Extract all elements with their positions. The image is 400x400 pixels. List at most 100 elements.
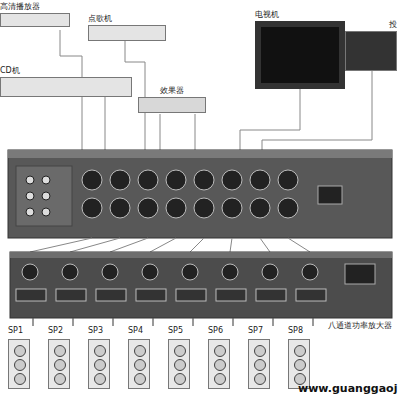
signal-wire — [160, 114, 161, 150]
device: 投 — [345, 20, 397, 71]
xlr-jack — [182, 264, 198, 280]
speaker-cabinet — [128, 339, 150, 389]
speaker: SP7 — [248, 326, 278, 389]
speaker: SP6 — [208, 326, 238, 389]
device-body — [0, 13, 70, 27]
speaker-cabinet — [88, 339, 110, 389]
xlr-jack — [222, 264, 238, 280]
speaker-wire — [152, 318, 153, 326]
device-body — [345, 31, 397, 71]
link-wire — [190, 238, 204, 252]
rca-jack — [26, 208, 34, 216]
speaker-cabinet — [48, 339, 70, 389]
speaker-driver — [254, 345, 266, 357]
speaker-driver — [54, 345, 66, 357]
speaker-driver — [134, 345, 146, 357]
speaker-cabinet — [208, 339, 230, 389]
device-label: CD机 — [0, 66, 132, 75]
device: 电视机 — [255, 10, 345, 89]
speaker-driver — [174, 373, 186, 385]
speaker-driver — [14, 359, 26, 371]
io-block — [16, 166, 72, 226]
speaker-driver — [134, 359, 146, 371]
speaker: SP3 — [88, 326, 118, 389]
speaker: SP4 — [128, 326, 158, 389]
xlr-jack — [250, 198, 270, 218]
xlr-jack — [102, 264, 118, 280]
speaker-cabinet — [8, 339, 30, 389]
xlr-jack — [222, 170, 242, 190]
amplifier: 八通道功率放大器 — [10, 252, 392, 318]
amplifier-panel — [10, 252, 392, 318]
speaker-driver — [214, 359, 226, 371]
device: 高清播放器 — [0, 2, 70, 27]
speaker-terminal — [56, 289, 86, 301]
speaker-label: SP5 — [168, 326, 198, 335]
device-label: 效果器 — [138, 86, 206, 95]
speaker-driver — [94, 359, 106, 371]
speaker-driver — [174, 359, 186, 371]
xlr-jack — [278, 198, 298, 218]
xlr-jack — [166, 170, 186, 190]
xlr-jack — [262, 264, 278, 280]
device: 效果器 — [138, 86, 206, 113]
rca-jack — [26, 192, 34, 200]
speaker-driver — [94, 345, 106, 357]
speaker-wire — [312, 318, 313, 326]
xlr-jack — [250, 170, 270, 190]
speaker-label: SP1 — [8, 326, 38, 335]
speaker: SP1 — [8, 326, 38, 389]
xlr-jack — [194, 198, 214, 218]
device-body — [138, 97, 206, 113]
xlr-jack — [62, 264, 78, 280]
device: CD机 — [0, 66, 132, 97]
speaker-wire — [32, 318, 33, 326]
xlr-jack — [82, 198, 102, 218]
rca-jack — [42, 192, 50, 200]
speaker-terminal — [136, 289, 166, 301]
xlr-jack — [278, 170, 298, 190]
speaker-wire — [232, 318, 233, 326]
xlr-jack — [194, 170, 214, 190]
device-body — [88, 25, 166, 41]
speaker: SP8 — [288, 326, 318, 389]
speaker-cabinet — [288, 339, 310, 389]
xlr-jack — [138, 198, 158, 218]
speaker-wire — [192, 318, 193, 326]
speaker-terminal — [16, 289, 46, 301]
speaker-label: SP3 — [88, 326, 118, 335]
speaker: SP5 — [168, 326, 198, 389]
xlr-jack — [166, 198, 186, 218]
speaker-wire — [112, 318, 113, 326]
signal-wire — [195, 114, 196, 150]
xlr-jack — [302, 264, 318, 280]
device-label: 电视机 — [255, 10, 345, 19]
speaker-label: SP4 — [128, 326, 158, 335]
speaker-terminal — [296, 289, 326, 301]
device-body — [0, 77, 132, 97]
speaker-driver — [54, 373, 66, 385]
link-wire — [30, 238, 92, 252]
xlr-jack — [142, 264, 158, 280]
speaker-terminal — [96, 289, 126, 301]
rca-jack — [42, 208, 50, 216]
rca-jack — [42, 176, 50, 184]
speaker-label: SP8 — [288, 326, 318, 335]
xlr-jack — [222, 198, 242, 218]
speaker-driver — [174, 345, 186, 357]
speaker-terminal — [256, 289, 286, 301]
speaker-driver — [14, 345, 26, 357]
device-label: 投 — [345, 20, 397, 29]
power-socket — [318, 186, 342, 204]
xlr-jack — [110, 198, 130, 218]
speaker-driver — [254, 373, 266, 385]
link-wire — [70, 238, 120, 252]
speaker-label: SP7 — [248, 326, 278, 335]
xlr-jack — [138, 170, 158, 190]
speaker-label: SP2 — [48, 326, 78, 335]
speaker-terminal — [216, 289, 246, 301]
link-wire — [230, 238, 232, 252]
speaker-driver — [134, 373, 146, 385]
speaker: SP2 — [48, 326, 78, 389]
speaker-cabinet — [248, 339, 270, 389]
